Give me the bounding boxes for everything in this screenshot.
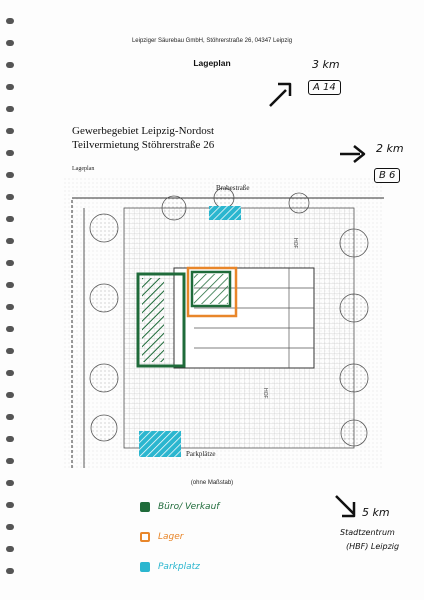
office-area — [136, 272, 186, 368]
street-label-top: Brabestraße — [216, 184, 249, 192]
document-subtitle: Lageplan — [72, 166, 95, 172]
distance-b6: 2 km — [376, 142, 404, 155]
yard-label-2: HOF — [262, 388, 268, 399]
site-plan-map: Brabestraße Parkplätze HOF HOF — [64, 178, 384, 468]
distance-a14: 3 km — [312, 58, 340, 71]
tree-symbols — [89, 187, 369, 447]
distance-city: 5 km — [362, 506, 390, 519]
spiral-binding — [6, 18, 16, 588]
direction-b6: 2 km B 6 — [336, 134, 416, 194]
title-line-2: Teilvermietung Stöhrerstraße 26 — [72, 139, 215, 151]
direction-a14: 3 km A 14 — [262, 58, 372, 118]
road-b6: B 6 — [374, 168, 401, 183]
legend-item-warehouse: Lager — [140, 532, 183, 542]
legend-item-office: Büro/ Verkauf — [140, 502, 219, 512]
destination-line-2: (HBF) Leipzig — [346, 542, 400, 551]
warehouse-area — [186, 266, 238, 318]
legend-label-office: Büro/ Verkauf — [158, 502, 220, 512]
title-line-1: Gewerbegebiet Leipzig-Nordost — [72, 125, 215, 137]
legend-swatch-warehouse — [140, 532, 150, 542]
scale-note: (ohne Maßstab) — [190, 480, 234, 486]
legend-swatch-office — [140, 502, 150, 512]
arrow-up-right-icon — [269, 82, 292, 107]
direction-city-center: 5 km Stadtzentrum (HBF) Leipzig — [314, 490, 424, 570]
legend-label-warehouse: Lager — [158, 532, 184, 542]
legend-swatch-parking — [140, 562, 150, 572]
yard-label: HOF — [292, 238, 298, 249]
page-title: Lageplan — [193, 58, 231, 68]
arrow-down-right-icon — [335, 495, 356, 518]
destination-line-1: Stadtzentrum — [340, 528, 395, 537]
legend-item-parking: Parkplatz — [140, 562, 200, 572]
arrow-right-icon — [340, 145, 366, 163]
document-title: Gewerbegebiet Leipzig-Nordost Teilvermie… — [72, 124, 214, 152]
company-header: Leipziger Säurebau GmbH, Stöhrerstraße 2… — [131, 38, 293, 44]
legend-label-parking: Parkplatz — [158, 562, 200, 572]
parking-label: Parkplätze — [186, 450, 216, 458]
road-a14: A 14 — [308, 80, 341, 95]
